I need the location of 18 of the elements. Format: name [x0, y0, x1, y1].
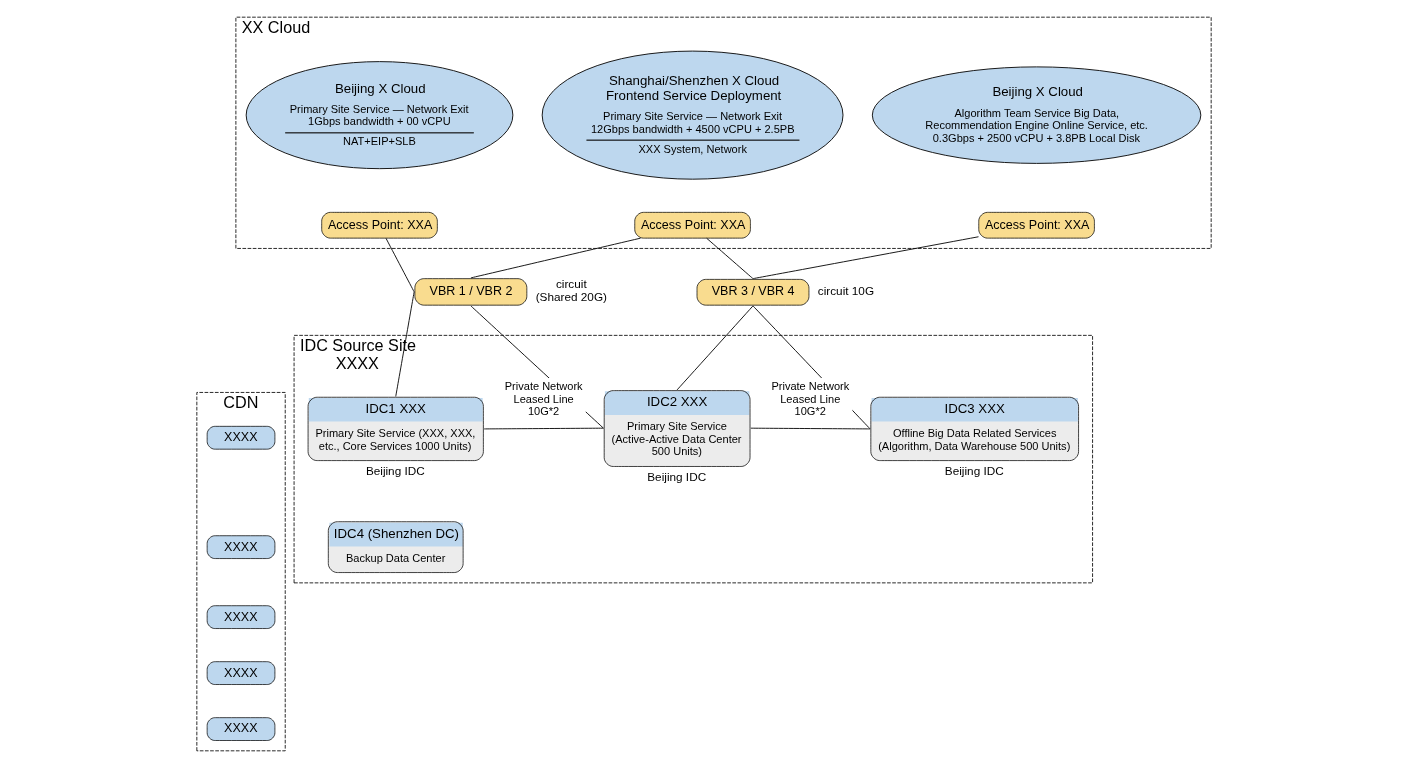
node-ellipse: Beijing X Cloud Algorithm Team Service Big Data, Recommendation Engine Online Service, etc. 0.3Gbps + 2500 vCPU + 3.8PB Local Disk	[871, 66, 1202, 164]
node-ellipse: Shanghai/Shenzhen X Cloud Frontend Service Deployment Primary Site Service — Network Exit 12Gbps bandwidth + 4500 vCPU + 2.5PB XXX System, Network	[541, 50, 844, 180]
connector	[483, 427, 604, 430]
connector	[750, 427, 871, 430]
connector	[470, 237, 642, 279]
connector	[752, 236, 979, 280]
connector	[395, 291, 415, 397]
connector	[676, 305, 754, 391]
node-label: Beijing IDC	[647, 470, 707, 484]
edge-label: Private Network Leased Line 10G*2	[504, 380, 583, 418]
node-ellipse: Beijing X Cloud Primary Site Service — Network Exit 1Gbps bandwidth + 00 vCPU NAT+EIP+SLB	[245, 61, 514, 170]
connector	[706, 237, 754, 280]
node-label: Beijing IDC	[944, 464, 1004, 478]
node-label: circuit 10G	[817, 284, 875, 298]
node-label: Beijing IDC	[365, 464, 425, 478]
edge-label: Private Network Leased Line 10G*2	[771, 380, 850, 418]
node-label: circuit (Shared 20G)	[535, 277, 607, 304]
connector	[385, 237, 415, 293]
